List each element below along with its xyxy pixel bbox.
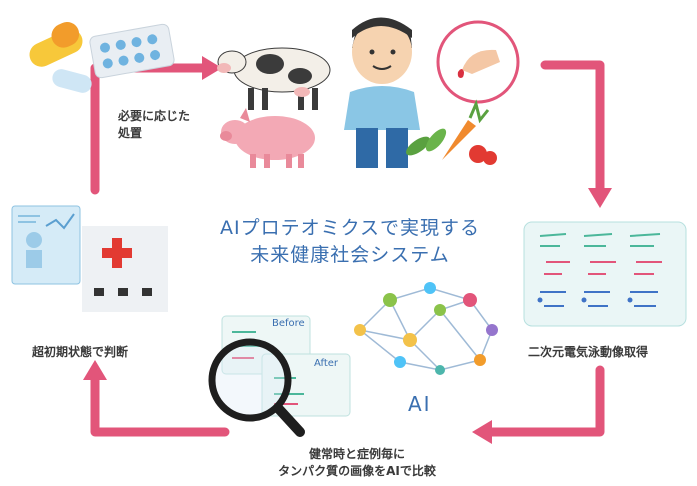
label-treatment: 必要に応じた 処置	[118, 108, 190, 142]
pig-icon	[220, 108, 315, 168]
label-electrophoresis: 二次元電気泳動像取得	[528, 345, 649, 359]
arrow-bottom-left	[90, 373, 230, 437]
arrow-top-right	[540, 60, 605, 195]
label-compare-line1: 健常時と症例毎に	[308, 447, 405, 461]
vegetables-icon	[406, 99, 497, 165]
label-compare-line2: タンパク質の画像をAIで比較	[278, 464, 436, 478]
cow-icon	[217, 47, 331, 110]
arrowhead-left	[83, 360, 107, 380]
arrowhead-top	[202, 56, 222, 80]
after-text: After	[314, 358, 339, 369]
gel-image-icon	[523, 221, 687, 327]
hospital-icon	[82, 226, 168, 312]
ai-text: AI	[408, 392, 432, 416]
label-treatment-line1: 必要に応じた	[118, 109, 191, 123]
label-compare: 健常時と症例毎に タンパク質の画像をAIで比較	[232, 446, 482, 480]
title-line-2: 未来健康社会システム	[250, 244, 450, 266]
label-treatment-line2: 処置	[118, 126, 143, 140]
person-icon	[344, 17, 420, 168]
pills-icon	[29, 21, 175, 93]
title-line-1: AIプロテオミクスで実現する	[219, 217, 481, 239]
magnifier-icon	[208, 338, 305, 437]
label-judge: 超初期状態で判断	[32, 345, 129, 359]
medical-chart-icon	[11, 205, 81, 285]
arrowhead-right	[588, 188, 612, 208]
arrow-bottom-right	[485, 365, 605, 437]
before-text: Before	[272, 318, 305, 329]
ai-brain-icon	[354, 282, 498, 375]
arrowhead-bottom	[472, 420, 492, 444]
blood-drop-icon	[436, 20, 520, 104]
